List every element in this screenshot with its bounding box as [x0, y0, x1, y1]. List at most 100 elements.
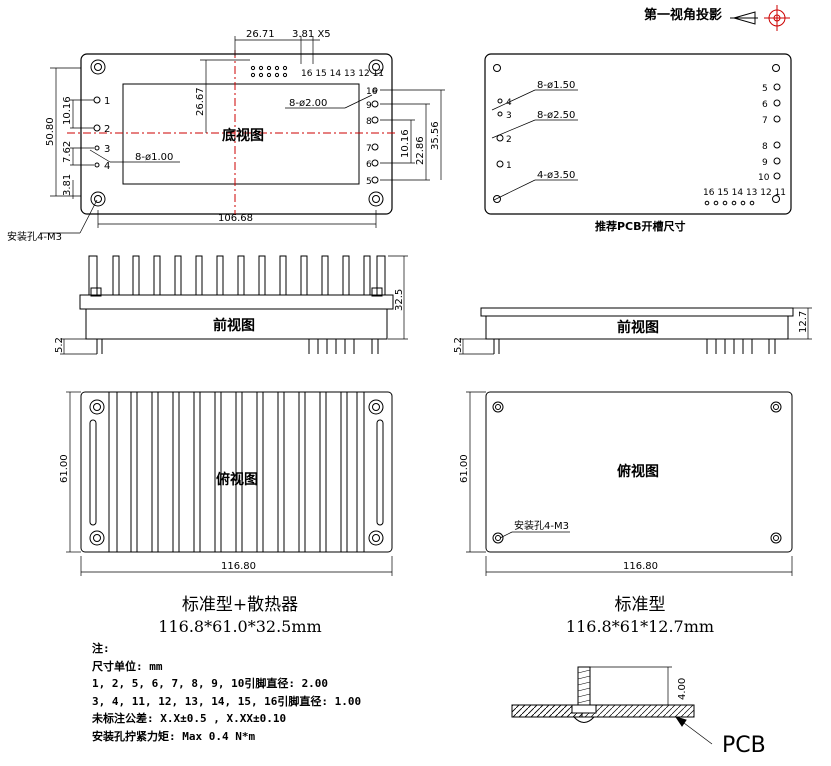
bottom-view-outline	[80, 53, 393, 215]
pin-label-left-4: 4	[104, 161, 110, 172]
caption-right-size: 116.8*61*12.7mm	[565, 617, 715, 636]
right-pin-holes	[371, 87, 379, 184]
pin-label-right-5: 6	[366, 160, 372, 170]
dim-4-00: 4.00	[677, 678, 688, 700]
mount-hole-label-bottom: 安装孔4-M3	[7, 230, 62, 243]
pcb-pin-right-4: 8	[762, 142, 768, 152]
dim-22-86: 22.86	[415, 136, 426, 165]
pin-label-right-4: 7	[366, 144, 372, 154]
module-top-plate	[480, 307, 794, 317]
module-body-left	[85, 308, 388, 340]
heatsink-fins	[88, 255, 386, 295]
front-view-heatsink	[60, 255, 408, 355]
caption-right: 标准型 116.8*61*12.7mm	[510, 590, 770, 636]
heatsink-base	[79, 294, 394, 310]
top-right-dimension-lines	[466, 391, 793, 576]
dim-26-67: 26.67	[195, 87, 206, 116]
mounting-hole-icon	[90, 59, 384, 207]
dim-116-80-left: 116.80	[221, 561, 256, 572]
pcb-screw-detail	[511, 666, 713, 745]
bottom-view-dimension-lines	[40, 36, 445, 234]
dim-10-16-left: 10.16	[62, 96, 73, 125]
dim-35-56: 35.56	[430, 121, 441, 150]
dim-26-71: 26.71	[246, 29, 275, 40]
dim-32-5: 32.5	[394, 289, 405, 311]
note-line-1: 尺寸单位: mm	[92, 659, 163, 673]
dim-3-81x5: 3.81 X5	[292, 29, 331, 40]
dim-61-00-right: 61.00	[459, 454, 470, 483]
pcb-pin-right-3: 7	[762, 116, 768, 126]
left-pin-holes	[93, 96, 101, 168]
note-line-4: 未标注公差: X.X±0.5 , X.XX±0.10	[92, 712, 287, 725]
pin-label-left-2: 2	[104, 124, 110, 135]
module-body-right	[485, 315, 789, 340]
pcb-pin-right-2: 6	[762, 100, 768, 110]
bottom-view: 1 2 3 4 16 9 8 7 6 5 16 15 14 13 12 11	[7, 29, 445, 243]
pcb-pin-right-1: 5	[762, 84, 768, 94]
pcb-pin-right-5: 9	[762, 158, 768, 168]
pin-label-right-2: 9	[366, 101, 372, 111]
dim-10-16-right: 10.16	[400, 129, 411, 158]
top-left-mounting-hole-icon	[89, 399, 384, 546]
dim-5-2-right: 5.2	[453, 337, 464, 353]
notes-block: 注: 尺寸单位: mm 1, 2, 5, 6, 7, 8, 9, 10引脚直径:…	[92, 640, 361, 745]
caption-left-title: 标准型+散热器	[181, 595, 299, 615]
front-left-dimension-lines	[60, 255, 408, 355]
dim-12-7: 12.7	[798, 311, 809, 333]
pin-label-top-row: 16 15 14 13 12 11	[301, 69, 384, 79]
note-line-5: 安装孔拧紧力矩: Max 0.4 N*m	[92, 729, 256, 743]
pcb-mount-holes	[493, 64, 780, 203]
top-left-dimension-lines	[66, 391, 393, 576]
pcb-pin-left-2: 3	[506, 111, 512, 121]
projection-label: 第一视角投影	[644, 8, 723, 23]
pin-label-left-3: 3	[104, 144, 110, 155]
mount-hole-label-top: 安装孔4-M3	[514, 519, 569, 532]
hole-label-2-00: 8-ø2.00	[289, 98, 327, 109]
pin-label-right-6: 5	[366, 177, 372, 187]
dim-50-80: 50.80	[45, 117, 56, 146]
dim-106-68: 106.68	[218, 213, 253, 224]
dim-116-80-right: 116.80	[623, 561, 658, 572]
pcb-label: PCB	[722, 733, 766, 758]
dim-61-00-left: 61.00	[59, 454, 70, 483]
pin-label-left-1: 1	[104, 96, 110, 107]
top-view-right-title: 俯视图	[617, 463, 659, 480]
hole-label-1-00: 8-ø1.00	[135, 152, 173, 163]
front-view-left-title: 前视图	[213, 317, 255, 334]
pcb-pin-left-1: 4	[506, 98, 512, 108]
front-view-right-title: 前视图	[617, 319, 659, 336]
pcb-pin-left-3: 2	[506, 135, 512, 145]
pin-label-right-1: 16	[366, 87, 378, 97]
bottom-view-window	[122, 83, 360, 185]
pcb-pin-right-6: 10	[758, 173, 770, 183]
bottom-view-title: 底视图	[222, 127, 264, 144]
pins-front-right	[493, 339, 776, 354]
pcb-hole-label-3-50: 4-ø3.50	[537, 170, 575, 181]
top-view-left-title: 俯视图	[216, 471, 258, 488]
top-view-heatsink	[66, 391, 393, 576]
pcb-pin-left-4: 1	[506, 161, 512, 171]
pcb-arrow-icon	[674, 716, 687, 727]
pcb-hole-label-2-50: 8-ø2.50	[537, 110, 575, 121]
top-pin-holes	[250, 65, 288, 78]
notes-title: 注:	[92, 642, 110, 655]
dim-7-62: 7.62	[62, 141, 73, 163]
dim-3-81: 3.81	[62, 174, 73, 196]
note-line-2: 1, 2, 5, 6, 7, 8, 9, 10引脚直径: 2.00	[92, 677, 329, 690]
pins-front-left	[96, 339, 379, 354]
note-line-3: 3, 4, 11, 12, 13, 14, 15, 16引脚直径: 1.00	[92, 694, 362, 708]
pcb-leader-lines	[491, 89, 578, 201]
pin-label-right-3: 8	[366, 117, 372, 127]
screw-head-icon	[573, 716, 595, 723]
top-right-outline	[485, 391, 793, 553]
caption-left: 标准型+散热器 116.8*61.0*32.5mm	[110, 590, 370, 636]
pcb-view: 4 3 2 1 5 6 7 8 9 10 16 15 14 13 12 11 8…	[484, 53, 792, 233]
screw-head-right	[371, 287, 383, 297]
first-angle-projection-icon	[730, 5, 790, 31]
caption-left-size: 116.8*61.0*32.5mm	[158, 617, 322, 636]
pcb-hole-label-1-50: 8-ø1.50	[537, 80, 575, 91]
dim-5-2-left: 5.2	[54, 337, 65, 353]
pcb-pin-holes	[496, 83, 781, 206]
screw-head-left	[90, 287, 102, 297]
